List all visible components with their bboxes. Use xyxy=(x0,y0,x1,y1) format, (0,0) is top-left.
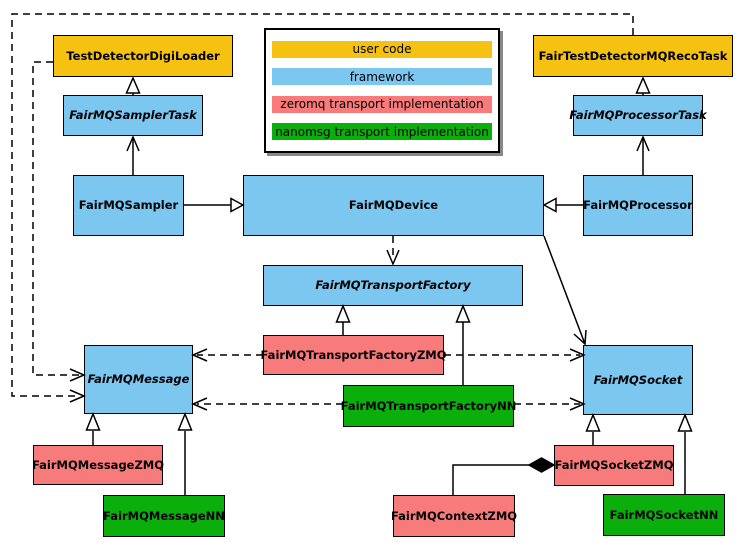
edge-generalization-tfnn-transportfactory xyxy=(455,304,471,385)
class-box-fairmqprocessor: FairMQProcessor xyxy=(583,175,693,236)
class-box-fairmqmessagezmq: FairMQMessageZMQ xyxy=(32,445,164,485)
class-box-fairmqsocketnn: FairMQSocketNN xyxy=(603,494,725,536)
class-box-fairmqtransportfactory: FairMQTransportFactory xyxy=(263,265,523,306)
class-box-fairtestdetectormqrecotask: FairTestDetectorMQRecoTask xyxy=(533,35,733,77)
edge-association-processor-processortask xyxy=(636,135,650,175)
edge-generalization-processortask-recotask xyxy=(635,76,651,95)
class-box-fairmqdevice: FairMQDevice xyxy=(243,175,544,236)
edge-generalization-messagezmq-message xyxy=(85,412,101,445)
edge-generalization-socketnn-socket xyxy=(677,413,693,494)
class-box-fairmqtransportfactoryzmq: FairMQTransportFactoryZMQ xyxy=(261,335,447,375)
class-box-fairmqtransportfactorynn: FairMQTransportFactoryNN xyxy=(341,385,516,427)
edge-generalization-socketzmq-socket xyxy=(585,413,601,445)
class-box-fairmqsamplertask: FairMQSamplerTask xyxy=(63,95,203,136)
legend-item-zeromq: zeromq transport implementation xyxy=(272,95,492,113)
edge-generalization-processor-device xyxy=(542,197,583,213)
class-box-fairmqprocessortask: FairMQProcessorTask xyxy=(569,95,707,136)
legend-item-framework: framework xyxy=(272,68,492,86)
edge-composition-contextzmq-socketzmq xyxy=(452,457,556,495)
edge-association-device-socket xyxy=(543,235,587,346)
edge-generalization-messagenn-message xyxy=(177,412,193,495)
legend-item-user-code: user code xyxy=(272,40,492,58)
edge-dependency-tfzmq-message xyxy=(191,348,263,362)
edge-dependency-tfnn-message xyxy=(191,397,343,411)
legend-item-nanomsg: nanomsg transport implementation xyxy=(272,123,492,141)
edge-dependency-tfzmq-socket xyxy=(444,348,586,362)
class-box-fairmqsampler: FairMQSampler xyxy=(73,175,184,236)
class-box-fairmqsocket: FairMQSocket xyxy=(583,345,693,415)
edge-association-sampler-samplertask xyxy=(126,135,140,175)
class-box-fairmqcontextzmq: FairMQContextZMQ xyxy=(391,495,517,537)
class-box-fairmqsocketzmq: FairMQSocketZMQ xyxy=(554,445,674,486)
legend-box: user code framework zeromq transport imp… xyxy=(264,28,500,153)
class-box-fairmqmessage: FairMQMessage xyxy=(84,345,193,414)
class-box-testdetectordigiloader: TestDetectorDigiLoader xyxy=(53,35,233,77)
class-box-fairmqmessagenn: FairMQMessageNN xyxy=(103,495,225,537)
edge-dependency-device-transportfactory xyxy=(386,236,400,266)
edge-dependency-tfnn-socket xyxy=(514,397,586,411)
edge-generalization-samplertask-digiloader xyxy=(125,76,141,95)
edge-generalization-sampler-device xyxy=(184,197,245,213)
edge-generalization-tfzmq-transportfactory xyxy=(335,304,351,335)
